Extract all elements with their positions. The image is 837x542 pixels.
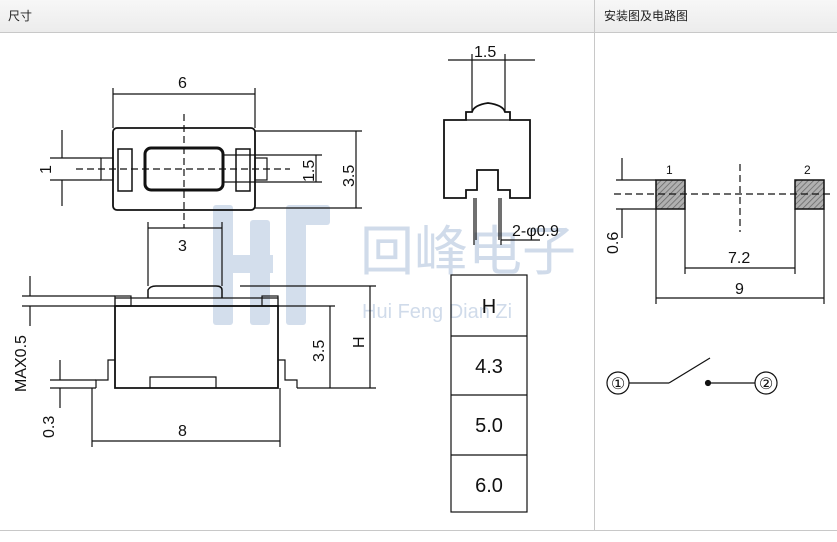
terminal-2-label: ②: [759, 374, 773, 393]
dimension-drawings: 6 3.5 1.5 1 3 8 3.5 H MAX0.5 0.: [13, 44, 559, 513]
top-width-label: 6: [178, 75, 187, 92]
side-height-label: 3.5: [311, 340, 328, 362]
side-foot-label: 0.3: [41, 416, 58, 438]
end-holes-label: 2-φ0.9: [512, 223, 559, 240]
pad-2: [794, 179, 825, 210]
pad-height-label: 0.6: [605, 232, 622, 254]
pad-2-label: 2: [804, 163, 811, 177]
top-pin-label: 1: [38, 165, 55, 174]
end-width-label: 1.5: [474, 44, 496, 61]
top-actuator-label: 1.5: [301, 160, 318, 182]
side-max-label: MAX0.5: [13, 335, 30, 392]
dimensions-title: 尺寸: [8, 9, 33, 23]
h-table: H 4.3 5.0 6.0: [450, 274, 528, 513]
h-table-cell: 6.0: [475, 475, 503, 497]
side-view: 3 8 3.5 H MAX0.5 0.3: [13, 222, 376, 447]
install-and-circuit: 1 2 0.6 7.2 9 ① ②: [605, 158, 834, 395]
side-h-label: H: [351, 336, 368, 348]
h-table-cell: 4.3: [475, 356, 503, 378]
side-length-label: 8: [178, 423, 187, 440]
side-actuator-label: 3: [178, 238, 187, 255]
h-table-cell: 5.0: [475, 415, 503, 437]
inner-spacing-label: 7.2: [728, 250, 750, 267]
top-view: 6 3.5 1.5 1: [38, 75, 362, 228]
pad-1-label: 1: [666, 163, 673, 177]
install-circuit-title: 安装图及电路图: [604, 9, 689, 23]
end-view: 1.5 2-φ0.9: [443, 44, 559, 245]
pcb-layout: 1 2 0.6 7.2 9: [605, 158, 834, 304]
h-table-header: H: [482, 296, 496, 318]
top-height-label: 3.5: [341, 165, 358, 187]
outer-spacing-label: 9: [735, 281, 744, 298]
terminal-1-label: ①: [611, 374, 625, 393]
bottom-border: [0, 530, 837, 531]
column-divider: [594, 0, 595, 530]
circuit-diagram: ① ②: [606, 357, 778, 395]
header-bar: 尺寸 安装图及电路图: [0, 0, 837, 33]
